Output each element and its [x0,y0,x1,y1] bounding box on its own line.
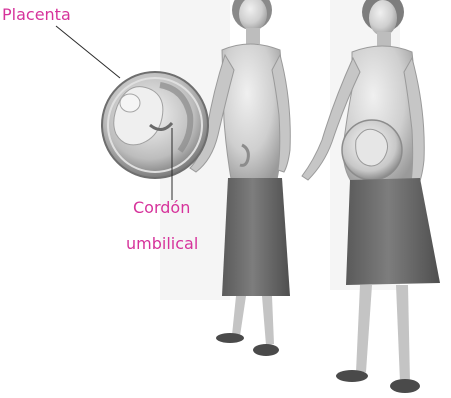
embryo-magnifier [102,72,208,178]
label-cordon-umbilical-line1: Cordón [133,199,190,217]
placenta-leader-line [56,26,120,78]
label-cordon-umbilical-line2: umbilical [126,235,198,253]
figure-late-pregnancy [302,0,440,393]
label-placenta: Placenta [2,6,71,24]
